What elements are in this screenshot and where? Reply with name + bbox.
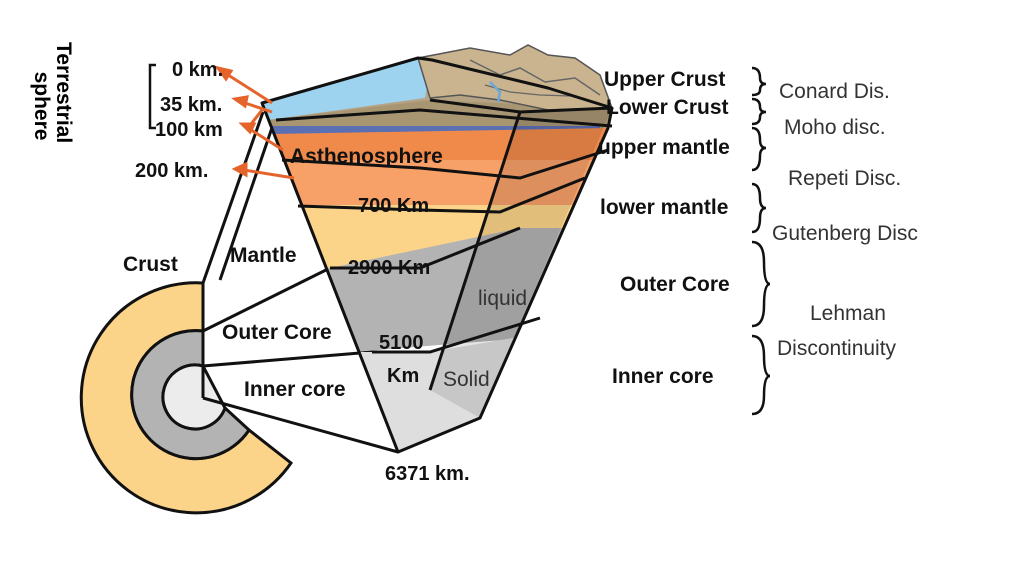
depth-2900km: 2900 Km [348, 257, 431, 279]
upper-crust-label: Upper Crust [604, 68, 726, 91]
section-ring [79, 281, 294, 515]
depth-700km: 700 Km [358, 195, 430, 217]
right-braces [751, 66, 771, 416]
depth-0km: 0 km. [172, 59, 224, 81]
depth-6371km: 6371 km. [385, 463, 470, 485]
crust-label: Crust [123, 253, 178, 276]
lehman-discontinuity-line1: Lehman [810, 302, 886, 325]
depth-200km: 200 km. [135, 160, 209, 182]
repeti-discontinuity-label: Repeti Disc. [788, 167, 902, 190]
connector-lines [201, 111, 399, 454]
depth-5100-line2: Km [387, 365, 420, 387]
depth-100km: 100 km [155, 119, 223, 141]
terrestrial-sphere-label: Terrestrial sphere [29, 42, 75, 144]
depth-35km: 35 km. [160, 94, 223, 116]
solid-label: Solid [443, 368, 490, 391]
outer-core-right-label: Outer Core [620, 273, 730, 296]
outer-core-label: Outer Core [222, 321, 332, 344]
layer-boundaries [275, 98, 613, 391]
moho-discontinuity-label: Moho disc. [784, 116, 886, 139]
mantle-label: Mantle [230, 244, 297, 267]
ring-inner-core [161, 363, 227, 431]
upper-mantle-label: upper mantle [598, 136, 730, 159]
conard-discontinuity-label: Conard Dis. [779, 80, 890, 103]
lower-mantle-label: lower mantle [600, 196, 729, 219]
lower-crust-label: Lower Crust [606, 96, 729, 119]
depth-5100-line1: 5100 [379, 332, 424, 354]
asthenosphere-label: Asthenosphere [290, 145, 443, 168]
lehman-discontinuity-line2: Discontinuity [777, 337, 897, 360]
gutenberg-discontinuity-label: Gutenberg Disc [772, 222, 918, 245]
terrestrial-bracket [148, 63, 156, 130]
liquid-label: liquid [478, 287, 528, 310]
wedge-outline [260, 56, 614, 454]
inner-core-right-label: Inner core [612, 365, 714, 388]
inner-core-label: Inner core [244, 378, 346, 401]
depth-arrows [214, 65, 295, 180]
